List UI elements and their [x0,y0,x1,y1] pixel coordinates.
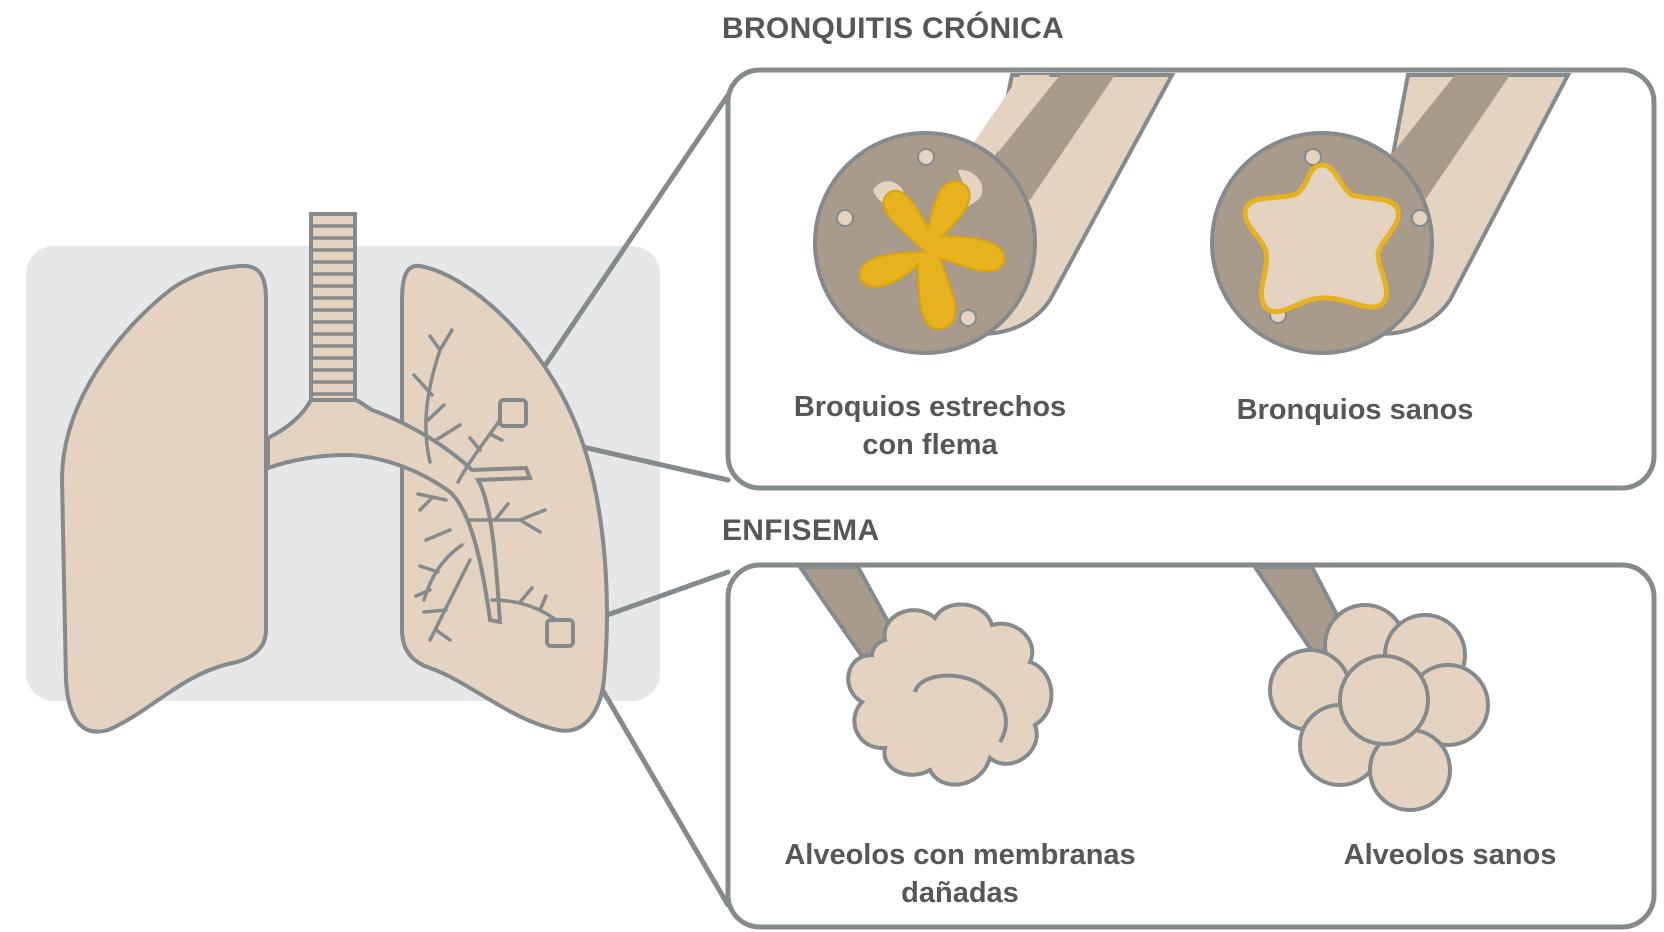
damaged-alveoli-caption-line-2: dañadas [740,874,1180,912]
narrowed-bronchi-caption-line-1: Broquios estrechos [760,388,1100,426]
healthy-bronchi-caption: Bronquios sanos [1200,391,1510,429]
narrowed-bronchi-caption: Broquios estrechos con flema [760,388,1100,464]
bronchitis-title: BRONQUITIS CRÓNICA [722,12,1064,46]
healthy-bronchi-caption-line-1: Bronquios sanos [1200,391,1510,429]
trachea [311,214,355,400]
damaged-alveoli-caption: Alveolos con membranas dañadas [740,836,1180,912]
damaged-alveoli-caption-line-1: Alveolos con membranas [740,836,1180,874]
narrowed-bronchi-caption-line-2: con flema [760,426,1100,464]
alveoli-zoom-marker [547,620,573,646]
emphysema-title: ENFISEMA [722,514,879,548]
healthy-alveoli-caption: Alveolos sanos [1300,836,1600,874]
bronchi-zoom-marker [500,400,526,426]
healthy-alveoli-caption-line-1: Alveolos sanos [1300,836,1600,874]
